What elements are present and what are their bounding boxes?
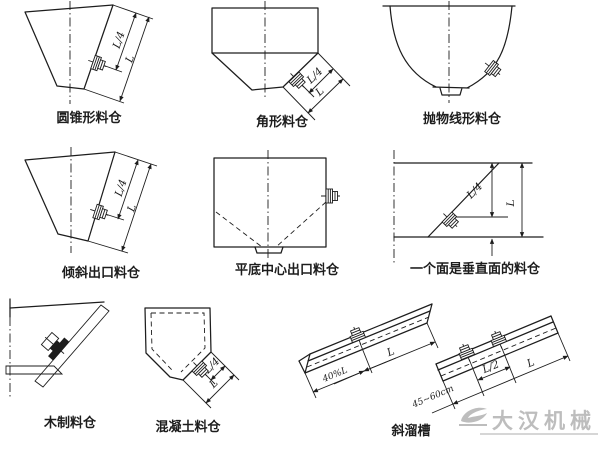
dim-label-quarter: L/4: [464, 181, 485, 202]
wood-sloped-wall: [34, 304, 110, 388]
hopper-sloped-wall: [427, 162, 500, 238]
caption-wooden-hopper: 木制料仓: [43, 415, 97, 431]
dim-label-quarter: L/4: [304, 66, 325, 87]
fig-wooden-hopper: 木制料仓: [5, 298, 110, 431]
hopper-outline: [213, 157, 327, 248]
caption-angular-hopper: 角形料仓: [256, 114, 309, 130]
dim-label-full: L: [206, 377, 220, 391]
caption-inclined-outlet-hopper: 倾斜出口料仓: [61, 265, 141, 281]
vibrator-icon: [85, 53, 109, 74]
fig-vertical-face-hopper: L/4 L 一个面是垂直面的料仓: [393, 150, 544, 277]
fig-angular-hopper: L/4 L 角形料仓: [211, 1, 351, 130]
dim-label-full: L: [505, 199, 517, 207]
wood-bottom-wall: [5, 365, 64, 375]
vibrator-icon: [87, 202, 111, 223]
vibrator-icon: [438, 208, 463, 233]
dimension-lines: L/4 L: [182, 351, 240, 409]
dim-label-full: L: [384, 345, 396, 359]
caption-conical-hopper: 圆锥形料仓: [56, 110, 122, 126]
dim-label-full: L: [524, 356, 536, 370]
fig-inclined-outlet-hopper: L/4 L 倾斜出口料仓: [24, 147, 158, 281]
dim-label-quarter: L/4: [112, 178, 129, 199]
dim-label-spacing: 45~60cm: [410, 384, 455, 411]
hidden-slope-line: [215, 211, 263, 248]
chute-right: L/2 L 45~60cm: [410, 315, 571, 414]
caption-concrete-hopper: 混凝土料仓: [155, 419, 221, 435]
dim-label-quarter: L/4: [110, 30, 127, 51]
fig-conical-hopper: L/4 L 圆锥形料仓: [24, 1, 154, 126]
dimension-lines: 40%L L: [304, 322, 439, 399]
dimension-lines: L/2 L 45~60cm: [410, 332, 571, 414]
dim-label-full: L: [125, 203, 139, 214]
vibrator-icon: [320, 188, 341, 204]
hopper-outlet: [432, 86, 470, 96]
hopper-outline: [24, 151, 116, 242]
dim-label-forty-percent: 40%L: [320, 366, 349, 386]
fig-concrete-hopper: L/4 L 混凝土料仓: [144, 307, 240, 435]
dimension-lines: L/4 L: [87, 151, 158, 254]
watermark-logo-icon: [461, 407, 487, 423]
dim-label-full: L: [123, 54, 137, 65]
hopper-outline: [24, 4, 114, 90]
chute-left: 40%L L: [298, 303, 439, 399]
dimension-lines: L/4 L: [83, 4, 154, 104]
dim-label-half: L/2: [480, 358, 502, 376]
hopper-outlet: [254, 246, 284, 254]
fig-parabolic-hopper: 抛物线形料仓: [382, 1, 516, 127]
watermark: 大汉机械: [459, 407, 598, 435]
watermark-brand: 大汉机械: [492, 409, 596, 433]
hopper-rim: [9, 301, 105, 309]
caption-inclined-chute: 斜溜槽: [390, 423, 430, 439]
caption-parabolic-hopper: 抛物线形料仓: [423, 111, 502, 127]
caption-vertical-face-hopper: 一个面是垂直面的料仓: [410, 261, 541, 277]
fig-flat-bottom-hopper: 平底中心出口料仓: [213, 150, 341, 278]
caption-flat-bottom-hopper: 平底中心出口料仓: [235, 262, 340, 278]
vibrator-bracket-icon: [40, 331, 70, 361]
hidden-slope-line: [275, 201, 327, 248]
inner-wall-dashed: [150, 312, 206, 373]
